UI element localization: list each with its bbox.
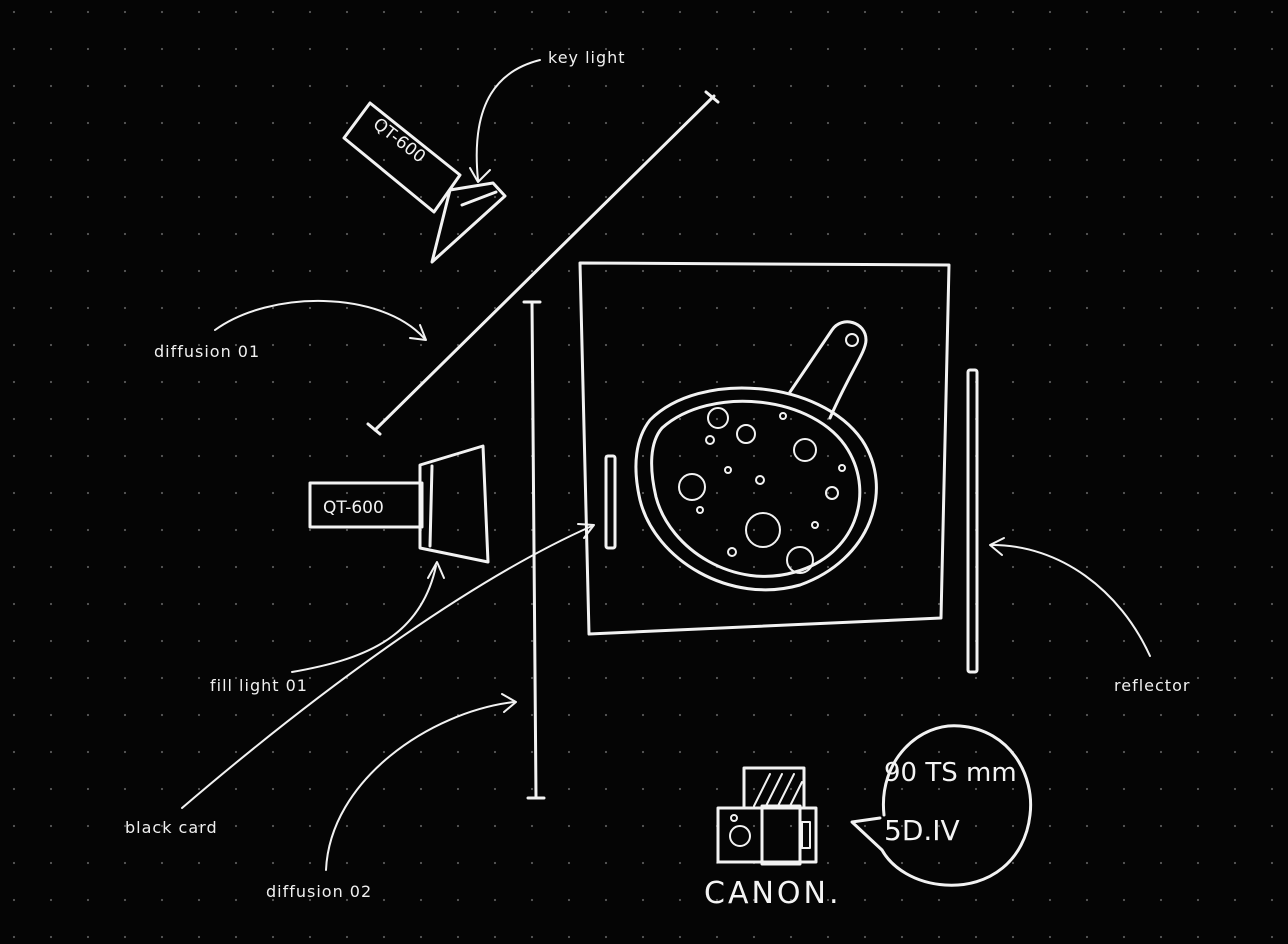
key-light-fixture: QT-600 (342, 101, 507, 264)
fill-light-model-label: QT-600 (323, 498, 384, 518)
diffusion-02-arrow (325, 701, 515, 871)
key-light-arrow (475, 59, 541, 181)
set-table (578, 261, 951, 636)
black-card-label: black card (125, 818, 218, 837)
diffusion-01-panel (366, 90, 720, 436)
key-light-model-label: QT-600 (369, 114, 429, 167)
fill-light-fixture: QT-600 (308, 444, 490, 564)
camera-lens-text: 90 TS mm (884, 758, 1017, 788)
pan-with-food (634, 320, 878, 592)
camera-body-text: 5D.IV (884, 814, 960, 847)
reflector-label: reflector (1114, 676, 1191, 695)
reflector-arrow (991, 544, 1151, 657)
camera-sketch (716, 766, 818, 866)
fill-light-arrow (291, 565, 437, 673)
diffusion-01-arrow (214, 300, 425, 339)
arrows (181, 59, 1151, 871)
reflector-panel (966, 368, 979, 674)
black-card (604, 454, 617, 550)
black-card-arrow (181, 525, 593, 809)
diffusion-01-label: diffusion 01 (154, 342, 261, 361)
key-light-label: key light (548, 48, 626, 67)
diffusion-02-panel (522, 300, 546, 800)
fill-light-01-label: fill light 01 (210, 676, 308, 695)
diffusion-02-label: diffusion 02 (266, 882, 373, 901)
camera-brand-text: CANON. (704, 876, 842, 911)
camera-spec-bubble (850, 724, 1033, 887)
